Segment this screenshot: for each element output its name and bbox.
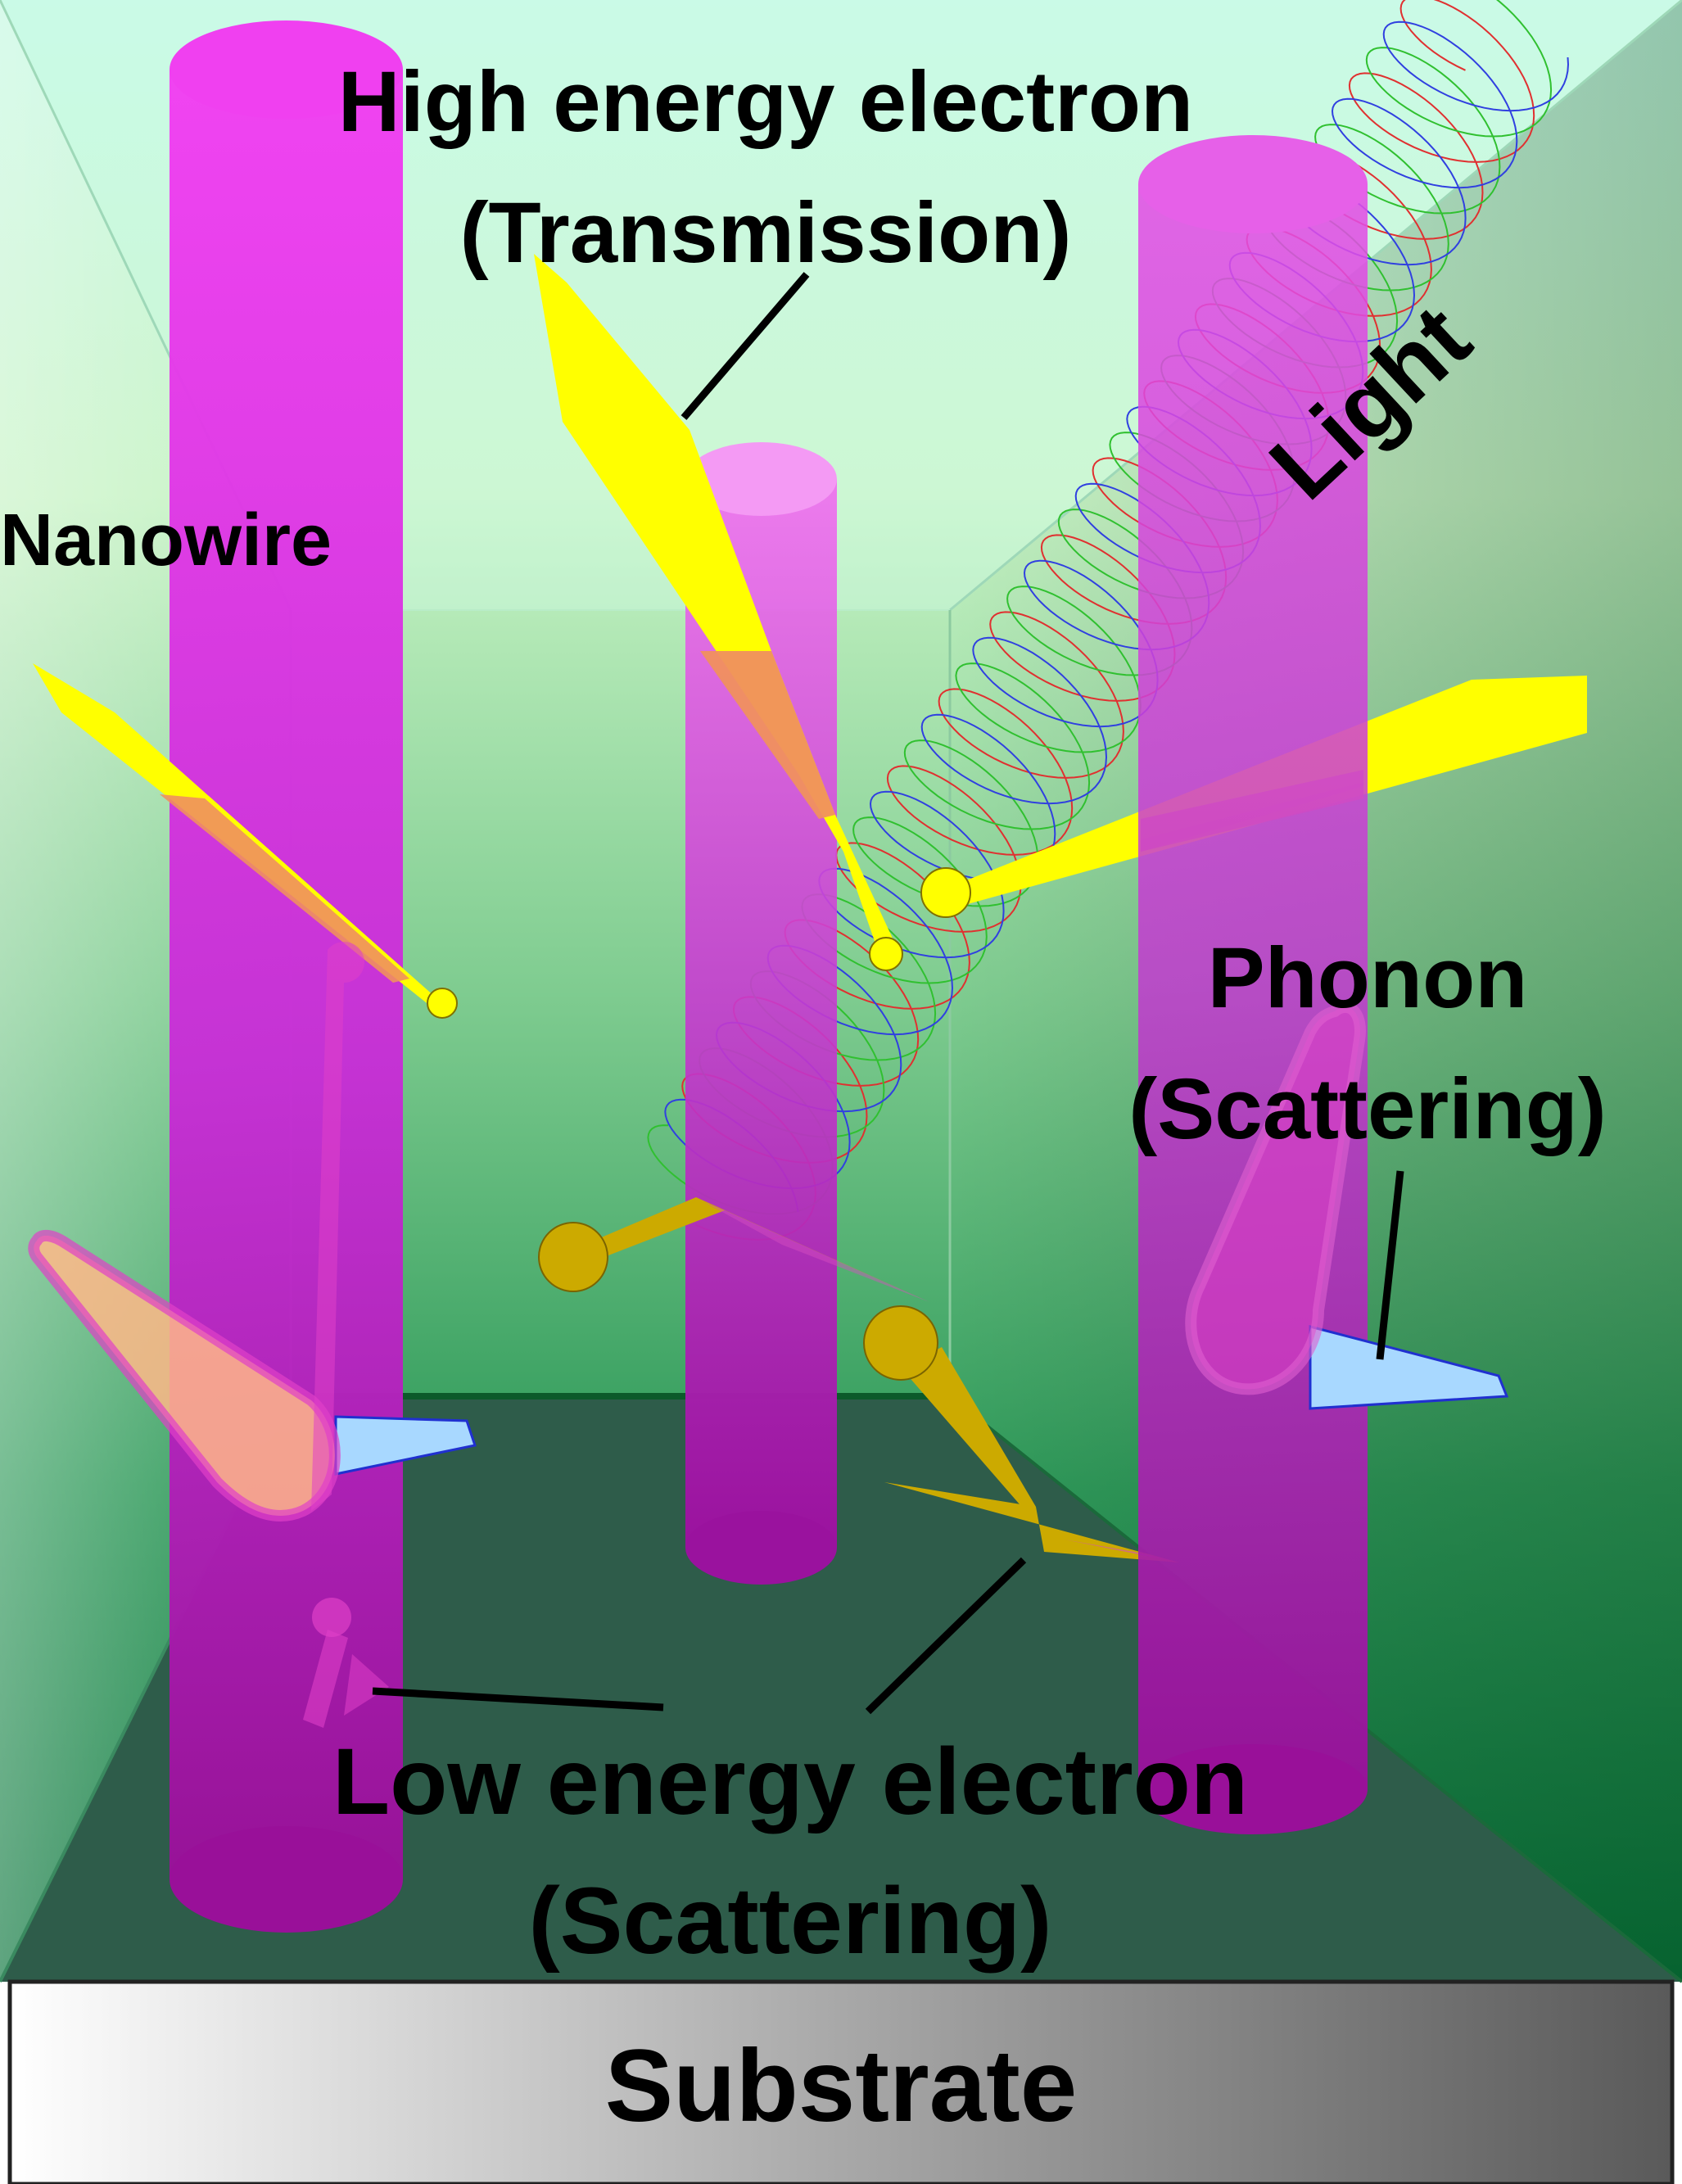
substrate: Substrate: [7, 1979, 1675, 2184]
low-energy-electron-1: [538, 1197, 929, 1302]
phonon-right: [1185, 1001, 1509, 1410]
leader-lines: [372, 272, 1404, 1715]
phonon-left: [28, 942, 477, 1728]
leader-low-energy-right: [865, 1557, 1027, 1715]
nanowire-right: [1138, 135, 1368, 1834]
nanowire-label: Nanowire: [0, 500, 332, 581]
nanowire-left: [170, 20, 403, 1933]
low-energy-electron-label-line1: Low energy electron: [332, 1730, 1248, 1834]
floor-plane: [0, 1396, 1682, 1982]
high-energy-electron: [534, 254, 903, 971]
left-electron: [33, 663, 458, 1019]
phonon-label-line1: Phonon: [1208, 930, 1528, 1026]
leader-low-energy-left: [372, 1687, 664, 1711]
high-energy-electron-label-line1: High energy electron: [338, 54, 1193, 150]
substrate-label: Substrate: [605, 2029, 1078, 2143]
phonon-label-line2: (Scattering): [1128, 1061, 1606, 1157]
low-energy-electron-label-line2: (Scattering): [529, 1869, 1052, 1974]
leader-high-energy: [680, 272, 810, 420]
leader-phonon: [1376, 1170, 1404, 1360]
high-energy-electron-label-line2: (Transmission): [460, 185, 1072, 281]
low-energy-electron-2: [863, 1305, 1179, 1562]
